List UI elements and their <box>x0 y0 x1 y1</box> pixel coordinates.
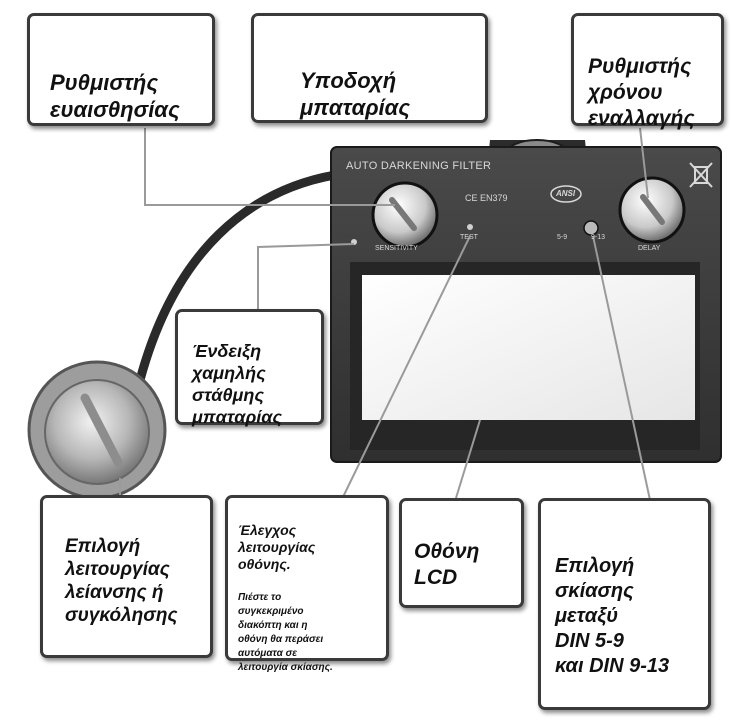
callout-shade: Επιλογή σκίασης μεταξύ DIN 5-9 και DIN 9… <box>538 498 711 710</box>
callout-delay-text: Ρυθμιστής χρόνου εναλλαγής <box>588 55 695 130</box>
callout-sensitivity-text: Ρυθμιστής ευαισθησίας <box>50 70 180 122</box>
callout-delay: Ρυθμιστής χρόνου εναλλαγής <box>571 13 724 130</box>
callout-shade-text: Επιλογή σκίασης μεταξύ DIN 5-9 και DIN 9… <box>555 555 670 677</box>
lcd-glass <box>362 275 695 420</box>
brand-mark: ANSI <box>556 189 576 198</box>
leader-lines <box>119 127 651 501</box>
filter-title: AUTO DARKENING FILTER <box>346 160 492 172</box>
callout-lcd-text: Οθόνη LCD <box>414 540 480 589</box>
remote-cable <box>135 170 340 385</box>
shade-high-label: 9-13 <box>591 234 606 241</box>
test-button-icon <box>467 224 473 230</box>
callout-grind-weld: Επιλογή λειτουργίας λείανσης ή συγκόληση… <box>40 495 213 658</box>
callout-battery-slot: Υποδοχή μπαταρίας <box>251 13 488 123</box>
callout-low-battery-text: Ένδειξη χαμηλής στάθμης μπαταρίας <box>192 341 282 427</box>
shade-switch-icon <box>583 220 599 236</box>
sensitivity-label: SENSITIVITY <box>375 245 418 252</box>
callout-grind-weld-text: Επιλογή λειτουργίας λείανσης ή συγκόληση… <box>65 536 178 626</box>
callout-screen-test-note: Πιέστε το συγκεκριμένο διακόπτη και η οθ… <box>238 592 333 673</box>
delay-label: DELAY <box>638 245 661 252</box>
callout-battery-slot-text: Υποδοχή μπαταρίας <box>300 68 410 120</box>
callout-screen-test: Έλεγχος λειτουργίας οθόνης. Πιέστε το συ… <box>225 495 389 673</box>
callout-screen-test-title: Έλεγχος λειτουργίας οθόνης. <box>238 522 316 572</box>
callout-low-battery: Ένδειξη χαμηλής στάθμης μπαταρίας <box>175 309 324 427</box>
test-label: TEST <box>460 234 478 241</box>
shade-low-label: 5-9 <box>557 234 568 241</box>
ce-mark: CE EN379 <box>465 193 508 203</box>
weee-bin-icon <box>689 162 713 188</box>
grind-weld-knob-icon <box>44 379 150 485</box>
brand-oval-icon <box>550 185 582 203</box>
callout-sensitivity: Ρυθμιστής ευαισθησίας <box>27 13 215 126</box>
callout-lcd: Οθόνη LCD <box>399 498 524 608</box>
